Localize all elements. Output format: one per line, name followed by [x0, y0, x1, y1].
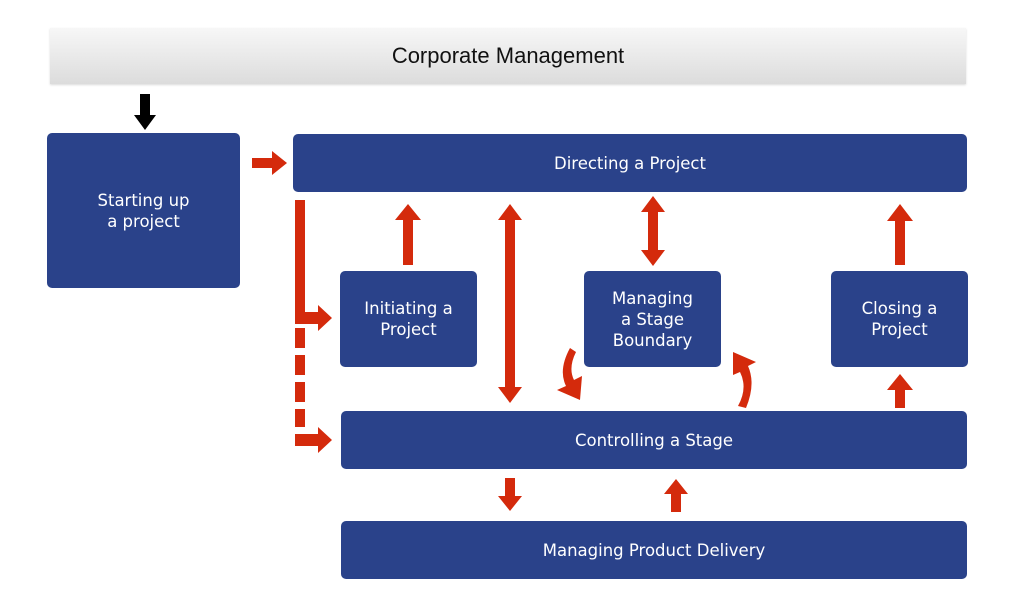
arrow-up-icon	[887, 204, 913, 265]
arrow-right-icon	[252, 151, 287, 175]
box-label: Directing a Project	[554, 153, 706, 173]
arrow-right-icon	[295, 305, 332, 331]
box-closing-project: Closing a Project	[831, 271, 968, 367]
box-label: Starting up a project	[97, 190, 190, 231]
connector-dash	[295, 409, 305, 427]
connector-dash	[295, 355, 305, 375]
connector-dash	[295, 382, 305, 402]
box-managing-product-delivery: Managing Product Delivery	[341, 521, 967, 579]
banner-title: Corporate Management	[391, 43, 625, 68]
box-label: Managing a Stage Boundary	[612, 288, 693, 350]
corporate-management-banner: Corporate Management	[50, 28, 966, 84]
box-label: Initiating a Project	[364, 299, 453, 339]
curved-arrow-icon	[557, 348, 582, 400]
arrow-down-icon	[498, 478, 522, 511]
arrow-right-icon	[295, 427, 332, 453]
box-starting-up: Starting up a project	[47, 133, 240, 288]
box-label: Managing Product Delivery	[542, 540, 766, 560]
box-controlling-stage: Controlling a Stage	[341, 411, 967, 469]
arrow-up-icon	[664, 479, 688, 512]
arrow-up-icon	[887, 374, 913, 408]
curved-arrow-icon	[733, 352, 756, 408]
box-label: Closing a Project	[861, 299, 938, 339]
connector-dash	[295, 328, 305, 348]
box-label: Controlling a Stage	[574, 430, 734, 450]
arrow-down-icon	[134, 94, 156, 130]
box-managing-stage-boundary: Managing a Stage Boundary	[584, 271, 721, 367]
double-arrow-icon	[641, 196, 665, 266]
connector-line	[295, 200, 305, 322]
double-arrow-icon	[498, 204, 522, 403]
box-initiating-project: Initiating a Project	[340, 271, 477, 367]
arrow-up-icon	[395, 204, 421, 265]
box-directing-project: Directing a Project	[293, 134, 967, 192]
